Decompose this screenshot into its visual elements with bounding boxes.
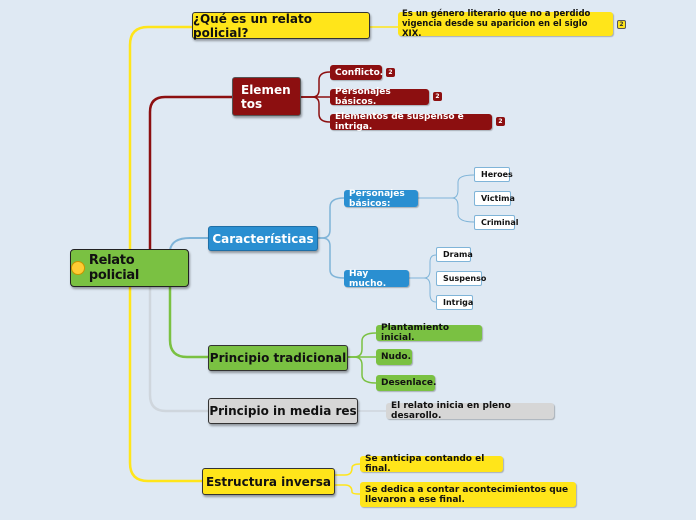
topic-caracteristicas[interactable]: Características [208,226,318,251]
inversa-item-acontecimientos[interactable]: Se dedica a contar acontecimientos que l… [360,482,576,507]
topic-principio-tradicional-label: Principio tradicional [209,351,347,365]
topic-principio-tradicional[interactable]: Principio tradicional [208,345,348,371]
leaf-heroes[interactable]: Heroes [474,167,513,182]
leaf-suspenso[interactable]: Suspenso [436,271,486,286]
tradicional-item-nudo[interactable]: Nudo. [376,349,412,365]
elementos-item-conflicto[interactable]: Conflicto. [330,65,383,80]
leaf-intriga[interactable]: Intriga [436,295,473,310]
topic-elementos-label: Elementos [241,82,291,111]
caracteristicas-group-hay-mucho[interactable]: Hay mucho. [344,269,409,289]
leaf-drama[interactable]: Drama [436,247,473,262]
tradicional-item-planteamiento[interactable]: Plantamiento inicial. [376,323,482,343]
media-res-note[interactable]: El relato inicia en pleno desarollo. [386,401,554,421]
central-topic[interactable]: Relato policial [70,249,189,287]
que-es-count-badge[interactable]: 2 [617,20,626,29]
thinking-face-icon [71,261,85,275]
topic-que-es[interactable]: ¿Qué es un relato policial? [192,11,370,40]
suspenso-count-badge[interactable]: 2 [496,117,505,126]
topic-principio-media-res[interactable]: Principio in media res [208,398,358,424]
inversa-item-anticipa[interactable]: Se anticipa contando el final. [360,454,503,474]
topic-que-es-label: ¿Qué es un relato policial? [193,11,312,40]
que-es-note-text: Es un género literario que no a perdido … [402,9,591,39]
leaf-victima[interactable]: Victima [474,191,515,206]
conflicto-count-badge[interactable]: 2 [386,68,395,77]
central-topic-label: Relato policial [88,253,140,283]
leaf-criminal[interactable]: Criminal [474,215,518,230]
topic-caracteristicas-label: Características [212,231,314,246]
tradicional-item-desenlace[interactable]: Desenlace. [376,375,436,391]
elementos-item-suspenso[interactable]: Elementos de suspenso e intriga. [330,112,492,132]
topic-estructura-inversa[interactable]: Estructura inversa [202,468,335,495]
que-es-note[interactable]: Es un género literario que no a perdido … [398,9,613,39]
topic-elementos[interactable]: Elementos [232,77,301,116]
topic-estructura-inversa-label: Estructura inversa [206,474,331,489]
topic-principio-media-res-label: Principio in media res [209,404,357,418]
personajes-count-badge[interactable]: 2 [433,92,442,101]
elementos-item-personajes[interactable]: Personajes básicos. [330,87,429,107]
caracteristicas-group-personajes[interactable]: Personajes básicos: [344,189,418,209]
